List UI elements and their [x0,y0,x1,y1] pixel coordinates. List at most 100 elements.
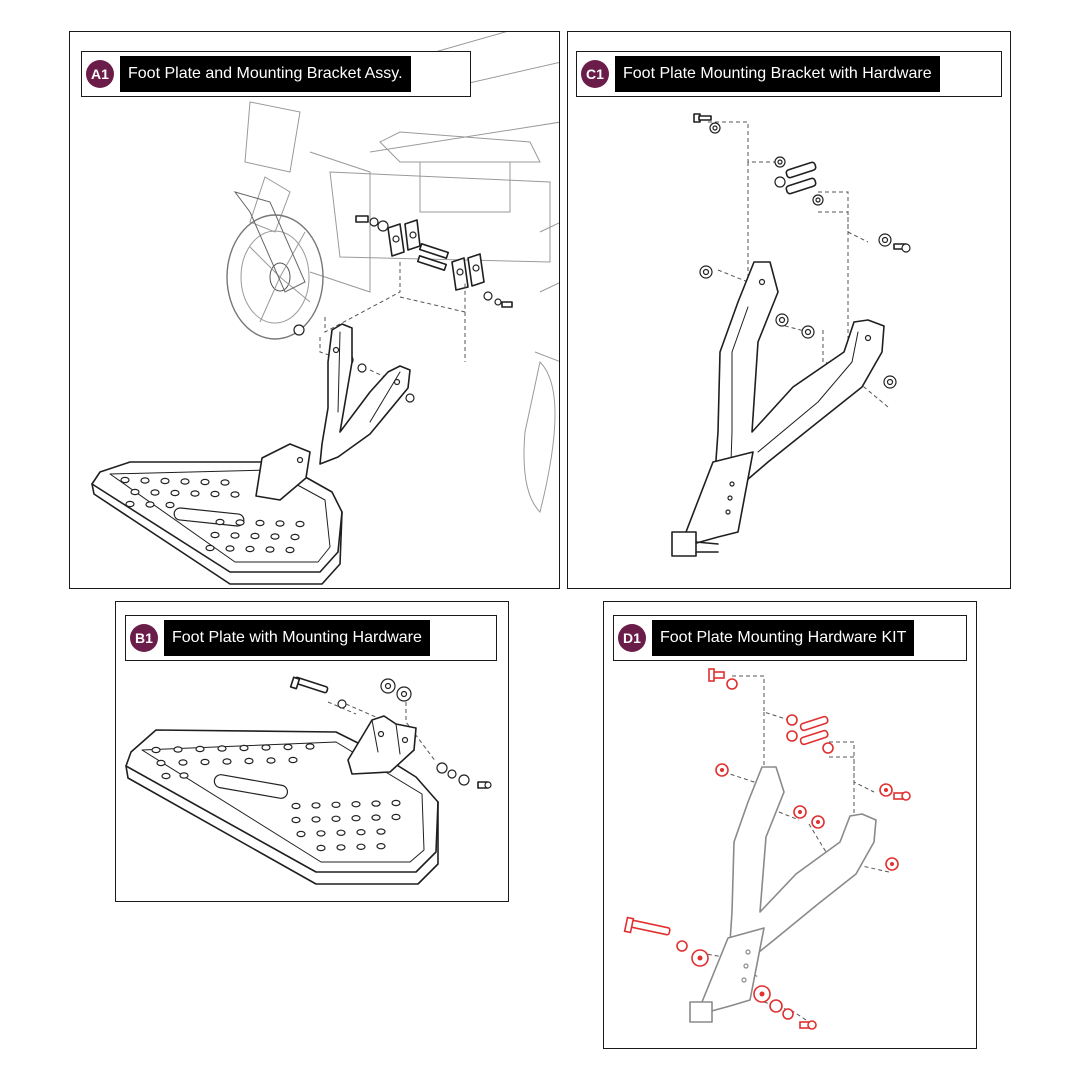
b1-leader-lines [327,701,437,763]
plate-hole [391,799,401,807]
plate-hole [173,746,183,753]
c1-leader-lines [708,121,889,408]
plate-hole [160,477,170,485]
plate-hole [356,828,366,836]
panel-c1: C1 Foot Plate Mounting Bracket with Hard… [567,31,1011,589]
plate-hole [270,533,280,540]
panel-c1-badge: C1 [581,60,609,88]
plate-hole [371,814,381,821]
plate-hole [391,813,401,821]
plate-hole [178,759,188,766]
plate-hole [140,477,150,484]
panel-a1-badge: A1 [86,60,114,88]
plate-hole [235,519,245,526]
plate-hole [161,772,171,780]
panel-d1-badge: D1 [618,624,646,652]
plate-hole [156,759,166,767]
plate-hole [130,488,140,496]
plate-hole [205,544,215,552]
panel-d1: D1 Foot Plate Mounting Hardware KIT [603,601,977,1049]
plate-hole [275,520,285,527]
b1-foot-plate [125,715,439,885]
c1-hardware [693,113,911,389]
plate-hole [245,545,255,553]
panel-b1-header: B1 Foot Plate with Mounting Hardware [125,615,497,661]
plate-hole [180,478,190,485]
plate-hole [225,545,235,552]
plate-hole [265,546,275,553]
b1-plate-drawing [125,676,492,885]
plate-hole [295,520,305,528]
plate-hole [371,800,381,807]
plate-hole [217,745,227,752]
a1-hardware [293,215,513,403]
a1-caster-wheel [226,191,324,340]
plate-hole [230,491,240,498]
panel-d1-header: D1 Foot Plate Mounting Hardware KIT [613,615,967,661]
c1-y-bracket [671,261,885,557]
panel-a1-title: Foot Plate and Mounting Bracket Assy. [120,56,411,92]
plate-hole [255,519,265,527]
panel-a1: A1 Foot Plate and Mounting Bracket Assy. [69,31,560,589]
plate-hole [296,830,306,838]
plate-hole [285,546,295,554]
plate-hole [305,743,315,750]
plate-hole [165,501,175,509]
plate-hole [222,758,232,765]
plate-hole [290,533,300,541]
plate-hole [244,757,254,765]
d1-y-bracket-outline [689,766,877,1023]
panel-d1-title: Foot Plate Mounting Hardware KIT [652,620,915,656]
plate-hole [336,829,346,836]
plate-hole [200,758,210,766]
plate-hole [215,518,225,526]
plate-hole [210,531,220,539]
plate-hole [351,800,361,808]
plate-hole [288,756,298,764]
plate-hole [120,476,130,484]
panel-a1-header: A1 Foot Plate and Mounting Bracket Assy. [81,51,471,97]
plate-hole [250,532,260,540]
plate-hole [331,801,341,808]
plate-hole [351,814,361,822]
c1-bracket-drawing [671,113,911,557]
plate-hole [210,490,220,498]
plate-hole [261,744,271,751]
plate-hole [220,479,230,486]
plate-hole [316,844,326,852]
plate-hole [200,478,210,486]
plate-hole [311,816,321,823]
a1-frame-tabs [387,219,485,291]
panel-b1: B1 Foot Plate with Mounting Hardware [115,601,509,902]
plate-hole [150,489,160,496]
plate-hole [239,744,249,752]
plate-hole [266,757,276,764]
b1-hardware [289,676,492,789]
plate-hole [336,844,346,851]
plate-hole [291,816,301,824]
plate-hole [195,745,205,753]
plate-hole [125,500,135,508]
panel-b1-badge: B1 [130,624,158,652]
plate-hole [376,828,386,835]
plate-hole [151,746,161,754]
a1-wheelchair-frame [244,32,559,513]
plate-hole [316,830,326,837]
plate-hole [311,802,321,809]
panel-c1-title: Foot Plate Mounting Bracket with Hardwar… [615,56,940,92]
plate-hole [179,772,189,779]
plate-hole [283,743,293,751]
plate-hole [356,843,366,850]
a1-y-bracket [319,323,411,465]
panel-c1-header: C1 Foot Plate Mounting Bracket with Hard… [576,51,1002,97]
plate-hole [170,489,180,497]
a1-plate-holes [120,476,305,554]
d1-kit-hardware [623,668,911,1030]
panel-b1-title: Foot Plate with Mounting Hardware [164,620,430,656]
plate-hole [230,532,240,539]
plate-hole [376,842,386,850]
plate-hole [145,501,155,508]
a1-foot-plate [91,443,343,585]
plate-hole [190,490,200,497]
b1-plate-holes [151,743,401,852]
